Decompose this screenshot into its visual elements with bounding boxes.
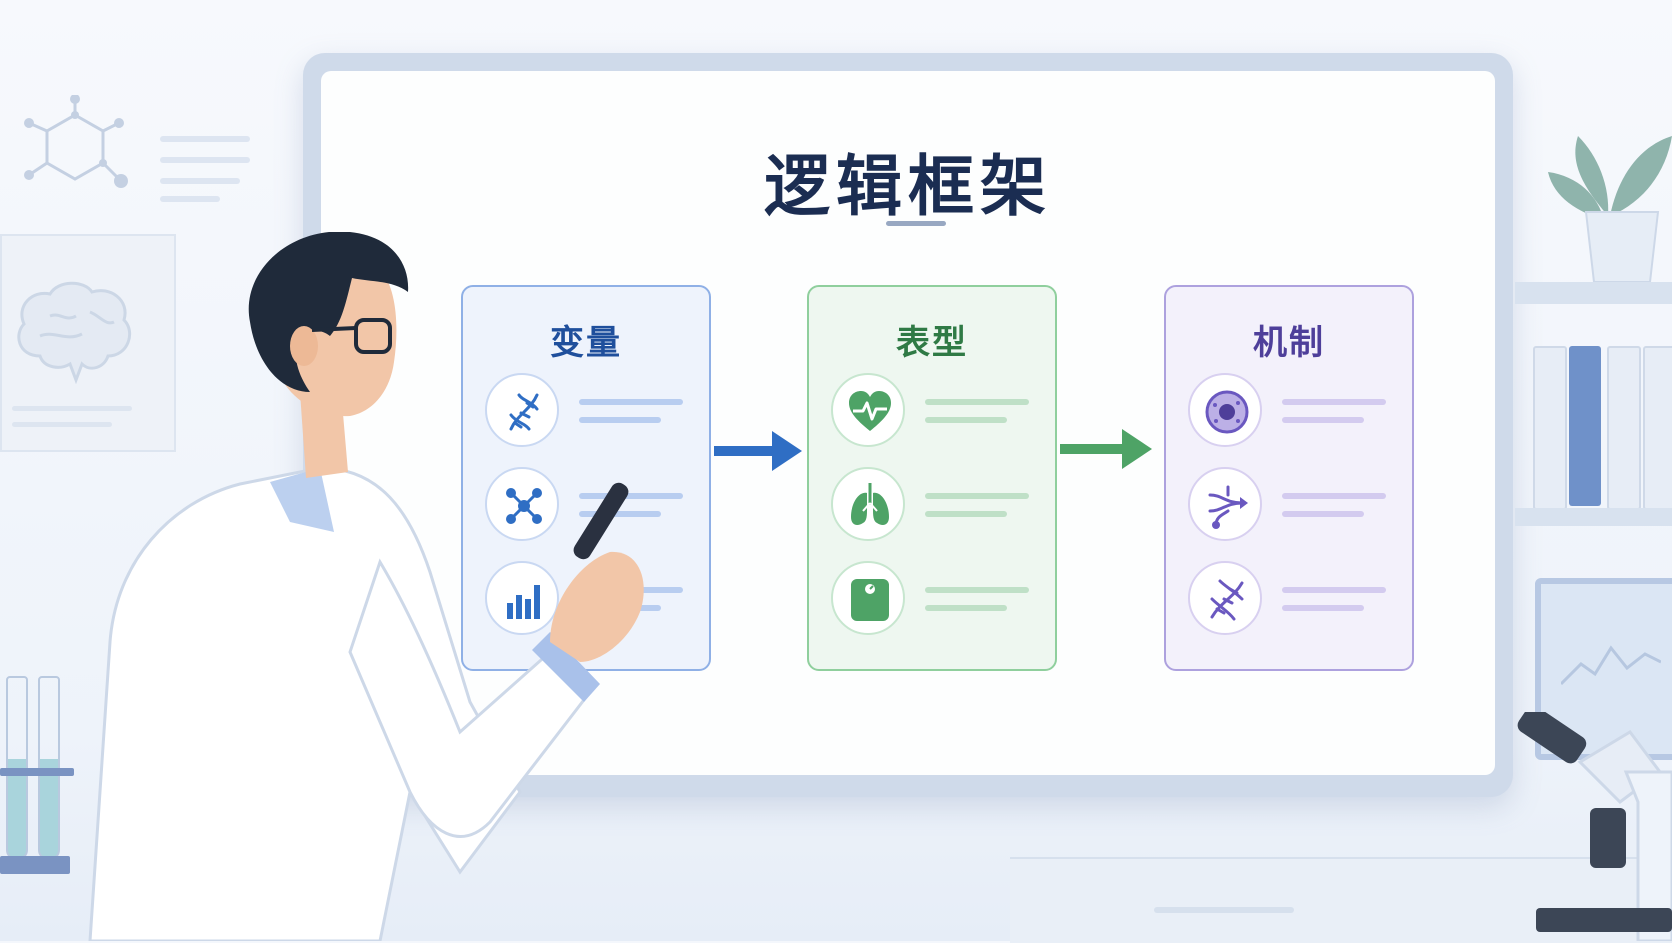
dna-icon (1188, 561, 1262, 635)
wall-text-line (160, 157, 250, 163)
list-item (831, 561, 1041, 641)
wall-text-line (160, 178, 240, 184)
bar-chart-icon (485, 561, 559, 635)
list-item (485, 561, 695, 641)
text-placeholder-line (1282, 493, 1386, 499)
text-placeholder-line (579, 399, 683, 405)
board-title: 逻辑框架 (764, 148, 1052, 225)
molecule-decoration-icon (24, 95, 128, 188)
poster-text-line (12, 406, 132, 411)
scientist-illustration (88, 232, 644, 941)
brain-icon (17, 281, 131, 385)
text-placeholder-line (1282, 417, 1364, 423)
text-placeholder-line (1282, 399, 1386, 405)
lungs-icon (831, 467, 905, 541)
wall-text-line (160, 136, 250, 142)
card-title: 变量 (550, 323, 622, 363)
drawer-handle (1154, 907, 1294, 913)
whiteboard-surface: 逻辑框架 变量 (321, 71, 1495, 775)
wall-shelf (1515, 508, 1672, 526)
line-chart-icon (1561, 645, 1661, 686)
dna-icon (485, 373, 559, 447)
cell-icon (1188, 373, 1262, 447)
list-item (485, 373, 695, 453)
tube-rack (0, 768, 74, 776)
microscope-icon (1517, 712, 1672, 941)
wall-brain-poster (0, 234, 176, 452)
binder (1569, 346, 1601, 506)
heart-pulse-icon (831, 373, 905, 447)
text-placeholder-line (925, 587, 1029, 593)
card-title: 机制 (1253, 323, 1325, 363)
pathway-arrows-icon (1188, 467, 1262, 541)
text-placeholder-line (1282, 587, 1386, 593)
binder (1533, 346, 1567, 510)
whiteboard: 逻辑框架 变量 (303, 53, 1513, 797)
card-phenotype: 表型 (807, 285, 1057, 671)
text-placeholder-line (579, 493, 683, 499)
list-item (485, 467, 695, 547)
text-placeholder-line (1282, 511, 1364, 517)
text-placeholder-line (925, 511, 1007, 517)
list-item (1188, 467, 1398, 547)
title-underline (886, 221, 946, 226)
wall-text-line (160, 196, 220, 202)
text-placeholder-line (925, 605, 1007, 611)
poster-text-line (12, 422, 112, 427)
card-title: 表型 (896, 323, 968, 363)
arrow-right-icon (1060, 429, 1152, 469)
text-placeholder-line (1282, 605, 1364, 611)
text-placeholder-line (925, 399, 1029, 405)
text-placeholder-line (579, 417, 661, 423)
arrow-right-icon (714, 431, 802, 471)
card-mechanism: 机制 (1164, 285, 1414, 671)
list-item (831, 467, 1041, 547)
list-item (1188, 373, 1398, 453)
text-placeholder-line (579, 511, 661, 517)
scale-icon (831, 561, 905, 635)
potted-plant-icon (1548, 136, 1672, 282)
text-placeholder-line (925, 417, 1007, 423)
binder (1643, 346, 1672, 510)
text-placeholder-line (925, 493, 1029, 499)
list-item (831, 373, 1041, 453)
list-item (1188, 561, 1398, 641)
tube-rack-base (0, 856, 70, 874)
binder (1607, 346, 1641, 510)
wall-shelf (1515, 282, 1672, 304)
molecule-icon (485, 467, 559, 541)
